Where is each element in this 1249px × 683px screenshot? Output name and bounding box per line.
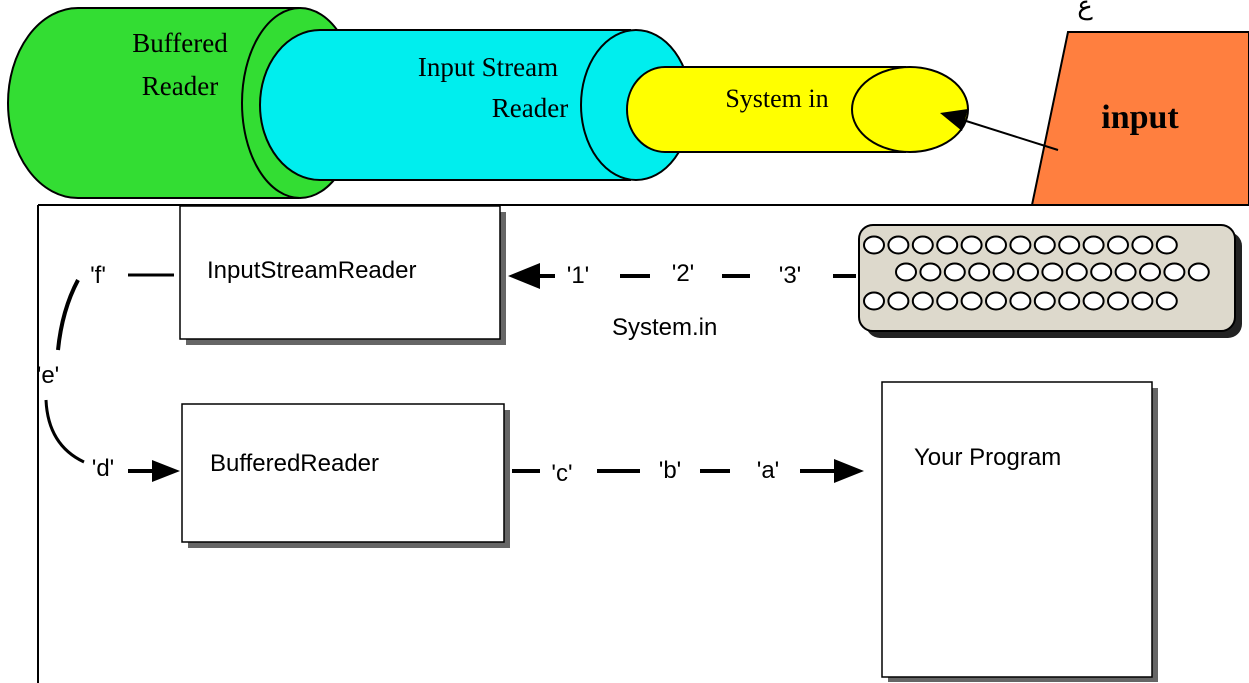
input-stream-reader-pipe: Input Stream Reader	[259, 29, 692, 181]
keyboard-key	[943, 262, 966, 282]
keyboard-key	[887, 291, 910, 311]
keyboard-key	[960, 291, 983, 311]
keyboard-key	[911, 291, 934, 311]
char-b: 'b'	[659, 457, 682, 484]
corner-glyph: ع	[1077, 0, 1093, 21]
input-arrow-head	[940, 109, 968, 131]
keyboard-key	[1107, 291, 1129, 311]
keyboard-key	[992, 262, 1015, 282]
input-to-system-in-arrow	[940, 109, 1059, 151]
keyboard-key	[1033, 291, 1056, 311]
keyboard-key	[911, 235, 934, 255]
your-program-box: Your Program	[881, 381, 1158, 682]
buffered-reader-pipe-body	[7, 7, 299, 199]
side-stream: 'f' 'e' 'd'	[37, 262, 180, 482]
keyboard-key	[1009, 291, 1032, 311]
input-stream-reader-label-line1: Input Stream	[418, 52, 558, 82]
keyboard-key	[968, 262, 991, 282]
system-in-pipe: System in	[626, 66, 969, 153]
input-stream-reader-label-line2: Reader	[492, 93, 568, 123]
keyboard-key	[1009, 235, 1032, 255]
input-stream-reader-box: InputStreamReader	[179, 205, 506, 345]
arrow-left-icon	[508, 263, 540, 289]
keyboard-key	[1090, 262, 1113, 282]
keyboard-key	[1065, 262, 1088, 282]
arrow-right-icon	[834, 459, 864, 483]
keyboard-key	[1033, 235, 1056, 255]
char-e: 'e'	[37, 362, 60, 389]
system-in-stream: '3' '2' '1' System.in	[508, 260, 856, 341]
pipe-illustration: ع Buffered Reader Input Stream Reader Sy…	[7, 0, 1249, 206]
keyboard-key	[1187, 262, 1210, 282]
keyboard-key	[863, 291, 885, 311]
buffered-reader-box: BufferedReader	[181, 403, 510, 548]
keyboard-key	[863, 235, 885, 255]
curve-segment	[44, 399, 85, 464]
keyboard-key	[1114, 262, 1137, 282]
keyboard-key	[1058, 235, 1081, 255]
keyboard-key	[1139, 262, 1161, 282]
system-in-pipe-end	[851, 66, 969, 153]
arrow-right-icon	[152, 460, 180, 482]
curve-segment	[56, 279, 80, 351]
buffered-reader-box-label: BufferedReader	[210, 450, 379, 477]
buffered-reader-box-frame	[181, 403, 505, 543]
system-in-label: System.in	[612, 314, 717, 341]
keyboard-key	[895, 262, 917, 282]
your-program-box-label: Your Program	[914, 444, 1061, 471]
keyboard-key	[1041, 262, 1064, 282]
keyboard-key	[1131, 235, 1154, 255]
input-stream-reader-box-frame	[179, 205, 501, 340]
keyboard-key	[1107, 235, 1129, 255]
buffered-reader-label-line2: Reader	[142, 71, 218, 101]
program-stream: 'c' 'b' 'a'	[512, 457, 864, 487]
keyboard-key	[936, 291, 959, 311]
stream-flow-panel: InputStreamReader BufferedReader Your Pr…	[37, 204, 1249, 683]
keyboard-key	[1163, 262, 1186, 282]
char-3: '3'	[779, 262, 802, 289]
buffered-reader-label-line1: Buffered	[132, 28, 228, 58]
keyboard-key	[936, 235, 959, 255]
system-in-pipe-label: System in	[725, 84, 828, 113]
char-c: 'c'	[551, 460, 572, 487]
keyboard-key	[1058, 291, 1081, 311]
keyboard-key	[985, 235, 1007, 255]
char-f: 'f'	[90, 262, 106, 289]
input-stream-reader-box-label: InputStreamReader	[207, 257, 416, 284]
keyboard-device	[858, 224, 1242, 338]
input-arrow-shaft	[962, 119, 1059, 151]
your-program-box-frame	[881, 381, 1153, 678]
keyboard-key	[1017, 262, 1039, 282]
keyboard-key	[1082, 235, 1105, 255]
char-1: '1'	[567, 262, 590, 289]
keyboard-key	[1155, 235, 1178, 255]
input-source: input	[1030, 31, 1249, 206]
keyboard-key	[919, 262, 942, 282]
keyboard-key	[985, 291, 1007, 311]
input-label: input	[1101, 99, 1179, 136]
input-parallelogram	[1030, 31, 1249, 206]
keyboard-key	[1131, 291, 1154, 311]
keyboard-key	[1155, 291, 1178, 311]
keyboard-key	[960, 235, 983, 255]
system-in-pipe-body	[626, 66, 906, 153]
keyboard-key	[887, 235, 910, 255]
char-2: '2'	[672, 260, 695, 287]
char-d: 'd'	[92, 455, 115, 482]
input-stream-reader-pipe-body	[259, 29, 631, 181]
keyboard-key	[1082, 291, 1105, 311]
char-a: 'a'	[757, 457, 780, 484]
